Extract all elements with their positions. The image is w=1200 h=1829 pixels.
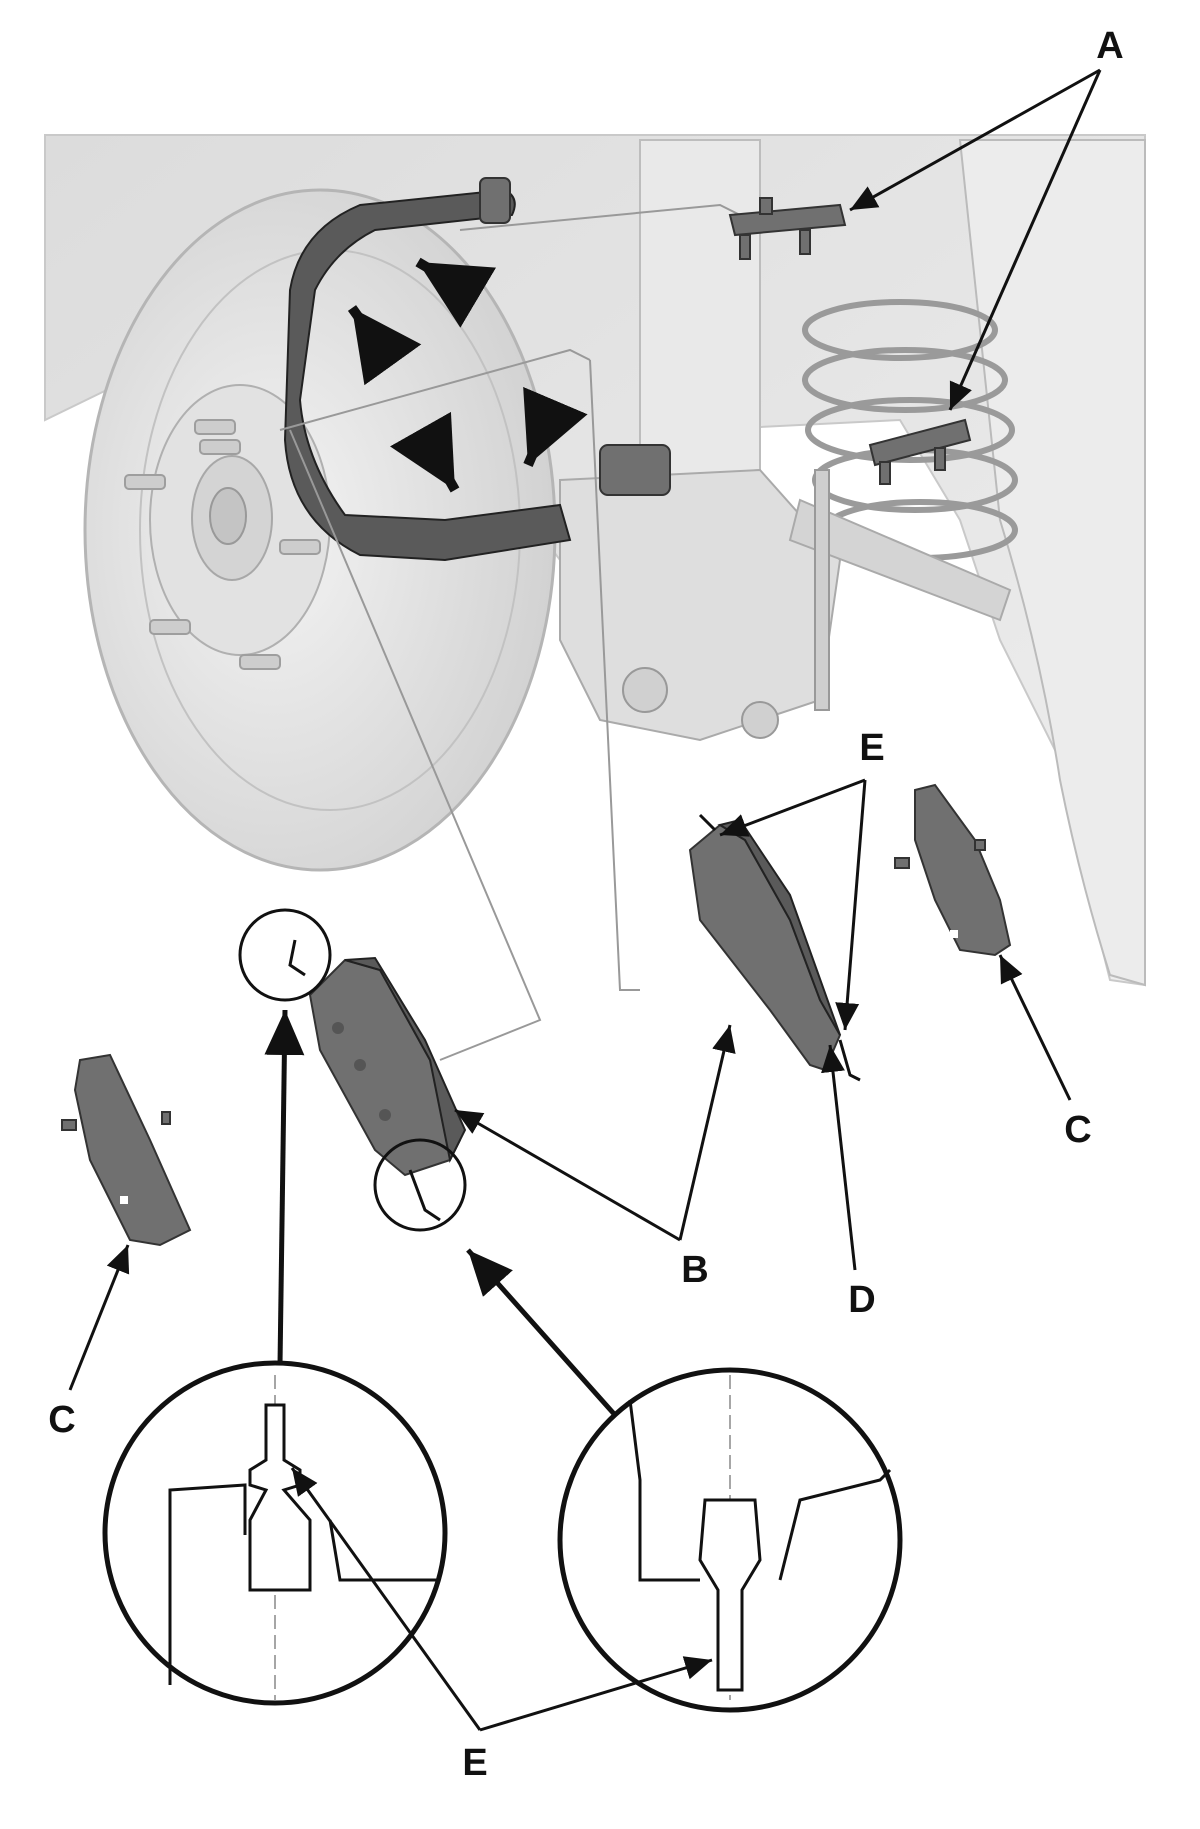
brake-pad-left	[288, 939, 467, 1222]
label-b: B	[681, 1249, 708, 1291]
caliper-bracket	[283, 177, 671, 562]
label-a: A	[1096, 25, 1123, 67]
pad-retainer-top	[728, 197, 847, 260]
label-c-left: C	[48, 1399, 75, 1441]
leader-frames	[279, 203, 761, 1061]
inset-leader-arrows	[264, 1009, 617, 1417]
label-e-bottom: E	[462, 1742, 487, 1784]
pad-retainer-bottom	[868, 418, 972, 485]
clip-highlight-bottom	[373, 1138, 467, 1232]
brake-disc	[83, 188, 557, 872]
detail-inset-left	[102, 1360, 448, 1706]
label-c-right: C	[1064, 1109, 1091, 1151]
shim-right	[894, 783, 1012, 957]
clip-highlight-top	[238, 908, 332, 1002]
label-e-top: E	[859, 727, 884, 769]
label-d: D	[848, 1279, 875, 1321]
removal-arrows	[347, 257, 588, 493]
callout-leaders	[68, 68, 1102, 1732]
detail-inset-right	[557, 1367, 903, 1713]
brake-pad-right	[688, 813, 861, 1082]
shim-left	[61, 1053, 192, 1247]
